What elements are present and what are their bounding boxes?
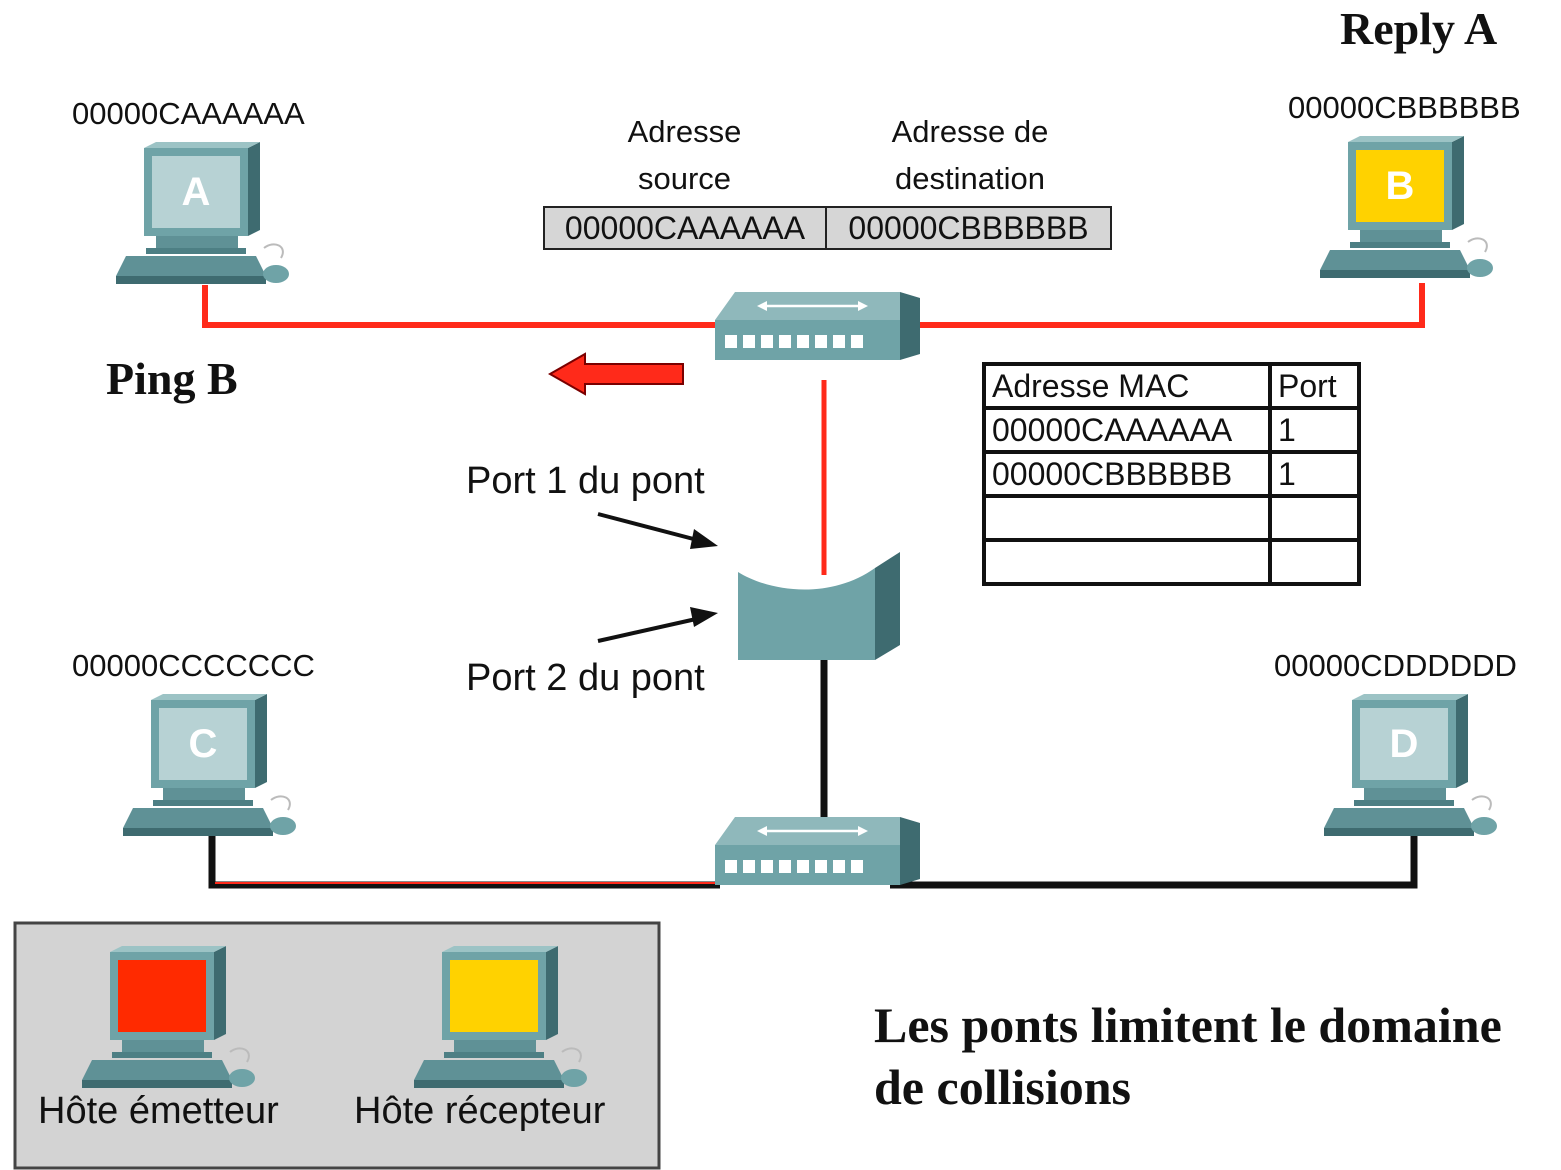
host-b-letter: B xyxy=(1385,164,1415,208)
host-a-letter: A xyxy=(181,170,211,214)
mac-table-header-port: Port xyxy=(1268,362,1361,410)
ping-label: Ping B xyxy=(106,353,238,404)
mac-address-table: Adresse MAC Port 00000CAAAAAA 1 00000CBB… xyxy=(982,362,1361,586)
frame-direction-arrow xyxy=(547,352,684,396)
frame-dest-value: 00000CBBBBBB xyxy=(848,210,1089,246)
mac-table-header-mac: Adresse MAC xyxy=(982,362,1272,410)
upper-hub xyxy=(713,290,922,368)
frame-source-value: 00000CAAAAAA xyxy=(545,208,827,248)
host-a-mac: 00000CAAAAAA xyxy=(72,96,305,131)
frame-dest-header: Adresse de destination xyxy=(891,114,1049,196)
reply-label: Reply A xyxy=(1340,3,1498,54)
host-d-mac: 00000CDDDDDD xyxy=(1274,648,1517,683)
host-b-mac: 00000CBBBBBB xyxy=(1288,90,1521,125)
host-c-computer xyxy=(122,693,297,837)
table-row xyxy=(982,494,1361,542)
table-row: 00000CAAAAAA 1 xyxy=(982,406,1361,454)
table-row xyxy=(982,538,1361,586)
host-d-computer xyxy=(1323,693,1498,837)
bridge-device xyxy=(738,552,900,660)
host-d-letter: D xyxy=(1389,722,1419,766)
host-a-computer xyxy=(115,141,290,285)
caption: Les ponts limitent le domaine de collisi… xyxy=(874,997,1502,1115)
lower-left-link xyxy=(208,832,720,889)
bridge-port2-label: Port 2 du pont xyxy=(466,657,705,699)
lower-hub xyxy=(713,815,922,893)
table-row: 00000CBBBBBB 1 xyxy=(982,450,1361,498)
legend-receiver-computer xyxy=(413,945,588,1089)
host-c-mac: 00000CCCCCCC xyxy=(72,648,315,683)
legend-sender-label: Hôte émetteur xyxy=(38,1090,279,1132)
lower-right-link xyxy=(890,833,1418,889)
frame-fields: 00000CAAAAAA 00000CBBBBBB xyxy=(543,206,1112,250)
frame-source-header: Adresse source xyxy=(627,114,742,196)
bridge-port1-label: Port 1 du pont xyxy=(466,460,705,502)
legend-sender-computer xyxy=(81,945,256,1089)
legend-receiver-label: Hôte récepteur xyxy=(354,1090,606,1132)
host-c-letter: C xyxy=(188,722,218,766)
host-b-computer xyxy=(1319,135,1494,279)
mac-table-header-row: Adresse MAC Port xyxy=(982,362,1361,410)
